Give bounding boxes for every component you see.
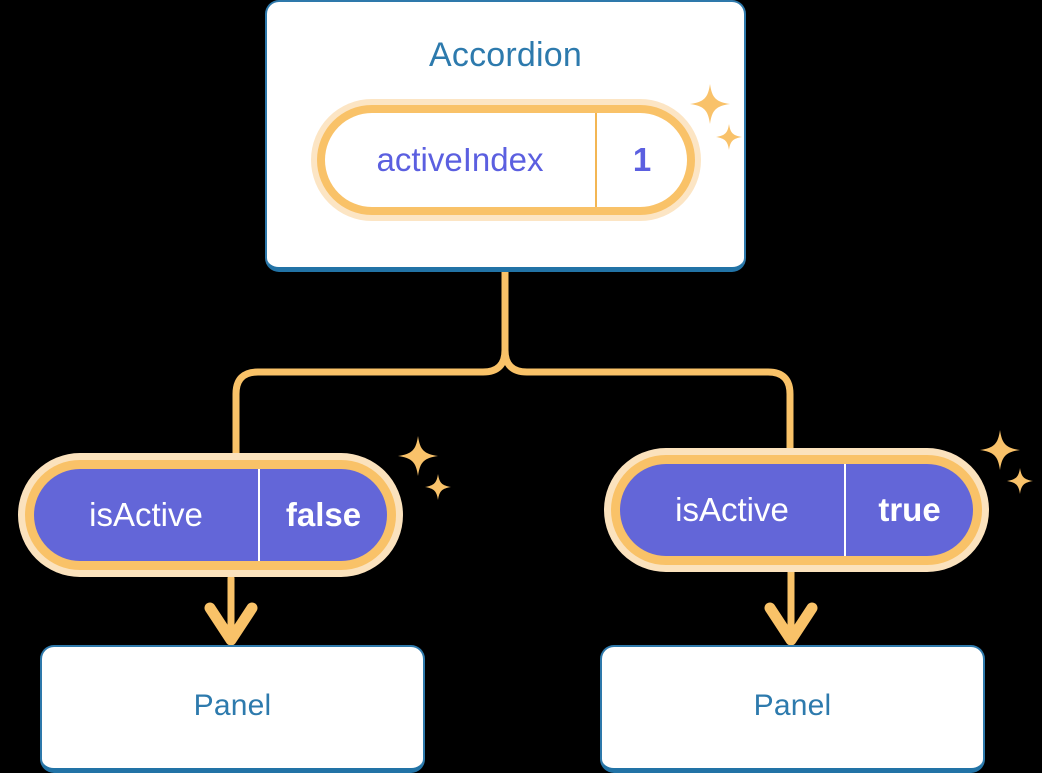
state-pill-active-index[interactable]: activeIndex 1 bbox=[311, 99, 701, 221]
state-value-label: 1 bbox=[632, 141, 652, 178]
pill-body: isActive true bbox=[620, 464, 973, 556]
connector-branch-left bbox=[232, 346, 509, 459]
connector-branch-right bbox=[501, 346, 794, 454]
panel-component-card-left[interactable]: Panel bbox=[40, 645, 425, 773]
state-key-label: isActive bbox=[620, 464, 846, 556]
panel-title: Panel bbox=[753, 689, 832, 722]
state-key-label: isActive bbox=[34, 469, 260, 561]
arrow-left-pill-to-panel bbox=[204, 574, 258, 646]
state-pill-is-active-left[interactable]: isActive false bbox=[18, 453, 403, 577]
panel-component-card-right[interactable]: Panel bbox=[600, 645, 985, 773]
state-key-label: activeIndex bbox=[325, 113, 597, 207]
state-value-label: false bbox=[285, 496, 362, 533]
pill-body: activeIndex 1 bbox=[325, 113, 687, 207]
arrow-right-pill-to-panel bbox=[764, 566, 818, 646]
state-pill-is-active-right[interactable]: isActive true bbox=[604, 448, 989, 572]
accordion-title: Accordion bbox=[429, 36, 582, 74]
panel-title: Panel bbox=[193, 689, 272, 722]
state-value-label: true bbox=[878, 491, 941, 528]
pill-body: isActive false bbox=[34, 469, 387, 561]
